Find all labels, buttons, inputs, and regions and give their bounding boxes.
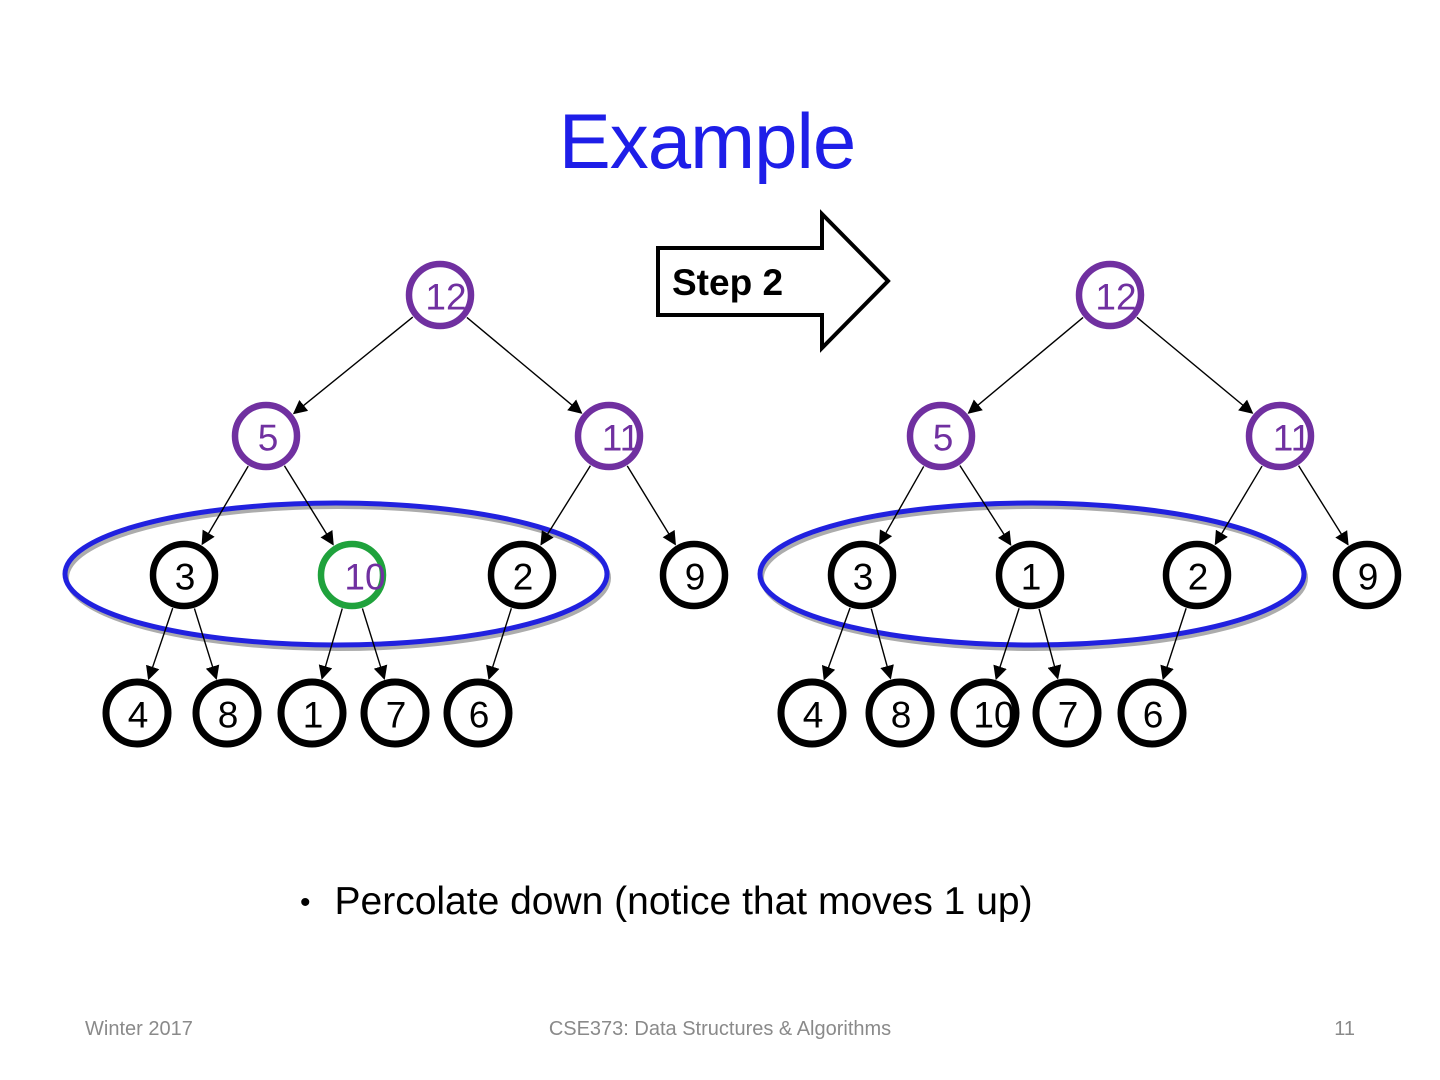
tree-edge bbox=[540, 465, 592, 546]
tree-node-label: 7 bbox=[1058, 695, 1079, 736]
tree-node-circle bbox=[192, 678, 262, 748]
tree-edge bbox=[201, 465, 249, 546]
tree-edge bbox=[1160, 608, 1187, 681]
tree-node-label: 9 bbox=[1358, 557, 1379, 598]
step-arrow-label: Step 2 bbox=[672, 262, 783, 303]
tree-node-label: 10 bbox=[973, 695, 1014, 736]
footer-page-number: 11 bbox=[1334, 1018, 1355, 1040]
tree-edge bbox=[146, 607, 174, 681]
tree-node-circle bbox=[277, 678, 347, 748]
tree-edge bbox=[193, 608, 220, 680]
tree-node-label: 6 bbox=[469, 695, 490, 736]
tree-edge bbox=[1297, 465, 1349, 546]
tree-edge bbox=[361, 608, 388, 680]
tree-node-circle bbox=[360, 678, 430, 748]
tree-node-label: 4 bbox=[128, 695, 149, 736]
tree-node-label: 2 bbox=[513, 557, 534, 598]
tree-node-circle bbox=[1245, 401, 1315, 471]
tree-node-circle bbox=[102, 678, 172, 748]
tree-edge bbox=[879, 466, 925, 545]
tree-edge bbox=[1214, 465, 1263, 546]
tree-node-label: 6 bbox=[1143, 695, 1164, 736]
tree-node-circle bbox=[1332, 540, 1402, 610]
tree-node-circle bbox=[865, 678, 935, 748]
slide-footer: Winter 2017 CSE373: Data Structures & Al… bbox=[0, 1018, 1440, 1048]
tree-node-circle bbox=[1117, 678, 1187, 748]
tree-node-label: 2 bbox=[1188, 557, 1209, 598]
tree-node-label: 3 bbox=[853, 557, 874, 598]
tree-edge bbox=[626, 465, 676, 546]
tree-node-circle bbox=[1162, 540, 1232, 610]
tree-node-circle bbox=[487, 540, 557, 610]
tree-node-circle bbox=[1075, 260, 1145, 330]
step-arrow-shape bbox=[656, 209, 891, 353]
step-arrow: Step 2 bbox=[656, 209, 891, 353]
tree-node-circle bbox=[149, 540, 219, 610]
tree-edge bbox=[993, 608, 1020, 681]
tree-edge bbox=[870, 608, 894, 680]
tree-node-circle bbox=[231, 401, 301, 471]
group-ellipse bbox=[62, 500, 610, 648]
tree-node-circle bbox=[574, 401, 644, 471]
tree-node-label: 8 bbox=[891, 695, 912, 736]
group-ellipse bbox=[757, 500, 1307, 648]
tree-node-label: 1 bbox=[1021, 557, 1042, 598]
tree-edge bbox=[821, 607, 851, 681]
tree-node-label: 11 bbox=[1273, 418, 1311, 459]
tree-edge bbox=[1136, 316, 1254, 414]
tree-node-label: 5 bbox=[933, 418, 954, 459]
bullet-marker: • bbox=[300, 886, 311, 919]
tree-node-label: 5 bbox=[258, 418, 279, 459]
tree-node-circle bbox=[777, 678, 847, 748]
footer-date: Winter 2017 bbox=[85, 1018, 193, 1040]
bullet-text: Percolate down (notice that moves 1 up) bbox=[334, 880, 1033, 923]
tree-node-label: 12 bbox=[1095, 277, 1136, 318]
tree-edge bbox=[466, 316, 583, 414]
slide-title: Example bbox=[558, 97, 856, 185]
tree-node-circle bbox=[995, 540, 1065, 610]
tree-node-circle bbox=[443, 678, 513, 748]
tree-node-label: 11 bbox=[602, 418, 640, 459]
tree-node-label: 12 bbox=[425, 277, 466, 318]
tree-node-circle bbox=[659, 540, 729, 610]
tree-edge bbox=[959, 465, 1012, 546]
tree-node-circle bbox=[827, 540, 897, 610]
tree-edge bbox=[292, 316, 414, 415]
tree-edge bbox=[1038, 608, 1062, 680]
tree-node-label: 4 bbox=[803, 695, 824, 736]
footer-course-title: CSE373: Data Structures & Algorithms bbox=[548, 1018, 892, 1040]
tree-edge bbox=[283, 465, 334, 546]
tree-node-circle bbox=[1032, 678, 1102, 748]
tree-edge bbox=[318, 608, 343, 680]
tree-node-circle bbox=[950, 678, 1020, 748]
tree-node-label: 7 bbox=[386, 695, 407, 736]
tree-node-label: 9 bbox=[685, 557, 706, 598]
bullet-line: • Percolate down (notice that moves 1 up… bbox=[300, 880, 1033, 924]
tree-node-circle bbox=[405, 260, 475, 330]
tree-node-circle bbox=[906, 401, 976, 471]
tree-node-circle bbox=[317, 540, 387, 610]
tree-node-label: 10 bbox=[344, 557, 385, 598]
tree-node-label: 8 bbox=[218, 695, 239, 736]
tree-node-label: 3 bbox=[175, 557, 196, 598]
tree-edge bbox=[967, 316, 1084, 414]
tree-edge bbox=[486, 608, 513, 681]
tree-node-label: 1 bbox=[303, 695, 324, 736]
